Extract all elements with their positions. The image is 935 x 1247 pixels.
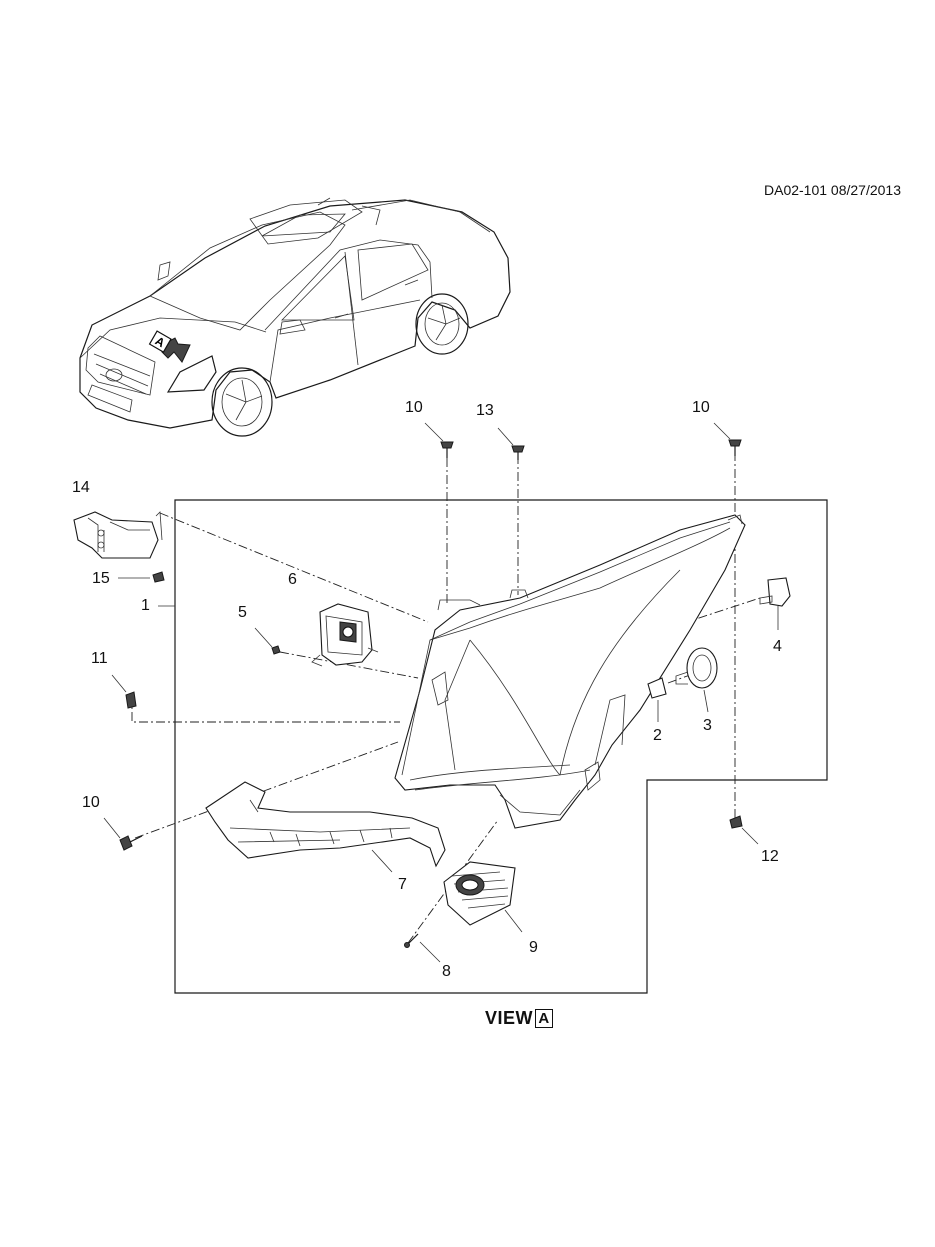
callout-2: 2 [653,727,662,744]
document-id-date: DA02-101 08/27/2013 [764,182,901,198]
callout-14: 14 [72,479,90,496]
part-10-bolt-left-top [424,422,454,458]
callout-5: 5 [238,604,247,621]
part-9-heatsink [443,861,523,933]
view-title-text: VIEW [485,1008,534,1028]
part-6-module [311,603,379,667]
view-letter-box: A [535,1009,554,1028]
part-15-clip [118,571,165,583]
part-7-trim [205,781,446,873]
headlamp-assembly [394,514,746,829]
part-10-bolt-right-top [713,422,742,456]
vehicle-illustration: A [79,197,511,437]
callout-7: 7 [398,876,407,893]
callout-15: 15 [92,570,110,587]
part-10-bolt-bottom [103,817,143,851]
part-14-bracket [73,511,163,559]
callout-9: 9 [529,939,538,956]
part-11-clip [111,674,137,709]
part-4-bulb [759,577,791,630]
callout-10-bottom: 10 [82,794,100,811]
callout-8: 8 [442,963,451,980]
callout-4: 4 [773,638,782,655]
callout-12: 12 [761,848,779,865]
view-a-frame [174,499,828,994]
part-13-bolt [497,427,525,460]
callout-1: 1 [141,597,150,614]
part-8-screw [404,933,441,963]
callout-13: 13 [476,402,494,419]
part-5-screw [254,627,281,655]
callout-6: 6 [288,571,297,588]
callout-3: 3 [703,717,712,734]
part-3-socket [675,647,718,713]
part-12-clip [729,815,759,845]
callout-10-left-top: 10 [405,399,423,416]
part-2-bulb [647,677,667,722]
callout-10-right-top: 10 [692,399,710,416]
callout-11: 11 [91,650,108,667]
